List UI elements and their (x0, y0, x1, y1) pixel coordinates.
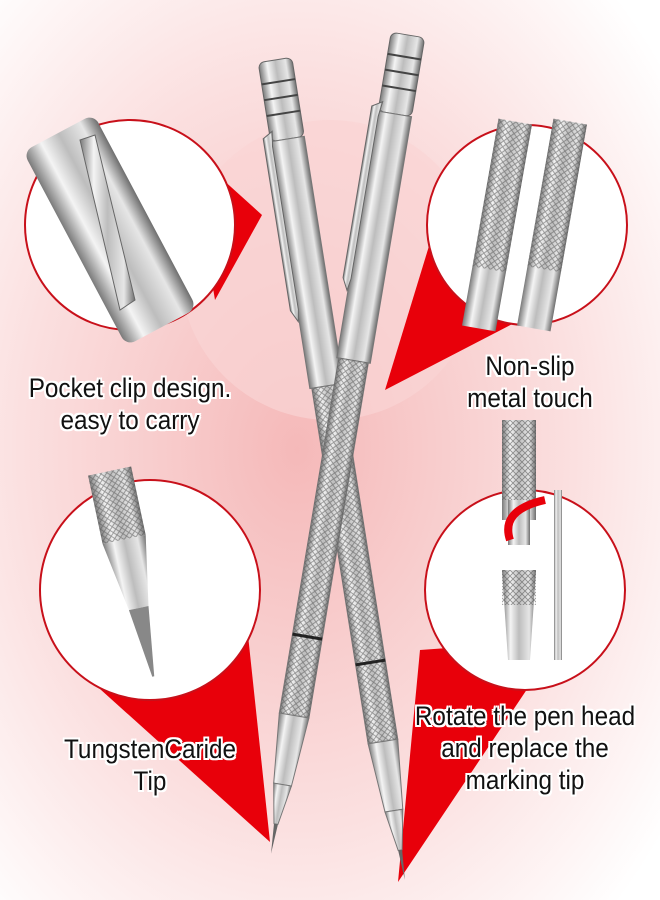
detail-circle-tip (39, 466, 261, 701)
detail-circle-head (424, 420, 626, 691)
caption-line: Tip (133, 766, 167, 796)
caption-rotate-head: Rotate the pen head and replace the mark… (413, 700, 638, 796)
caption-tip: TungstenCaride Tip (42, 733, 258, 797)
caption-line: marking tip (465, 765, 585, 795)
rotate-arrow-icon (504, 496, 546, 542)
caption-line: metal touch (467, 383, 593, 413)
caption-line: Non-slip (485, 351, 575, 381)
callout-pointer-grip (385, 210, 520, 390)
detail-circle-clip (24, 117, 236, 343)
detail-circle-grip (426, 118, 628, 332)
caption-pocket-clip: Pocket clip design. easy to carry (13, 372, 247, 436)
caption-line: TungstenCaride (63, 734, 236, 764)
caption-non-slip: Non-slip metal touch (449, 350, 611, 414)
caption-line: and replace the (441, 733, 609, 763)
caption-line: Rotate the pen head (414, 701, 636, 731)
caption-line: Pocket clip design. (28, 373, 232, 403)
callout-pointer-head (398, 640, 560, 882)
caption-line: easy to carry (60, 405, 200, 435)
